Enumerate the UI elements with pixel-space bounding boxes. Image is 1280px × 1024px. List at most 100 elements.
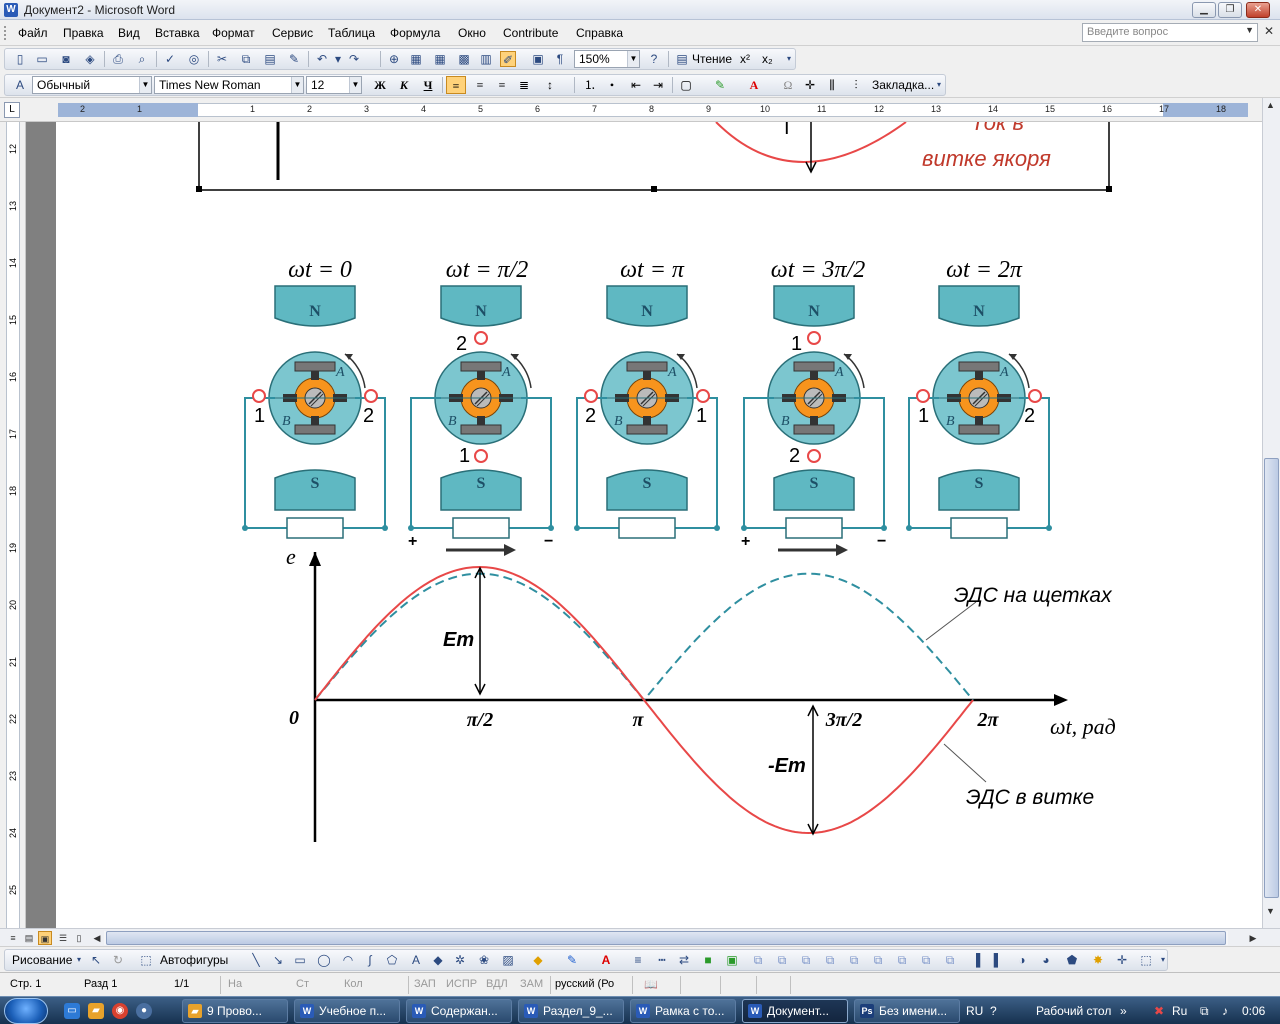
status-record[interactable]: ЗАП	[414, 978, 436, 990]
chevron-down-icon[interactable]: ▼	[1245, 25, 1254, 35]
columns-icon[interactable]: ▥	[480, 52, 492, 66]
zoom-select[interactable]: 150% ▼	[574, 50, 640, 68]
vertical-ruler[interactable]: 12 13 14 15 16 17 18 19 20 21 22 23 24 2…	[0, 122, 26, 928]
star-icon[interactable]: ✸	[1092, 953, 1104, 967]
reading-layout-icon[interactable]: ▤	[676, 52, 688, 66]
align-objects-icon[interactable]: ⧉	[849, 953, 859, 967]
toolbar-options-icon[interactable]: ▾	[936, 80, 941, 89]
align-left-icon[interactable]: ≡	[446, 76, 466, 94]
font-select[interactable]: Times New Roman ▼	[154, 76, 304, 94]
align-center-icon[interactable]: ≡	[476, 78, 484, 92]
print-preview-icon[interactable]: ⌕	[138, 52, 146, 66]
dash-style-icon[interactable]: ┅	[658, 953, 666, 967]
borders-icon[interactable]: ▢	[680, 78, 692, 92]
spelling-status-icon[interactable]: 📖	[644, 979, 658, 991]
bring-front-icon[interactable]: ▐	[971, 953, 981, 967]
tray-app-icon[interactable]: ✖	[1154, 1004, 1165, 1018]
arrange-icon[interactable]: ⧉	[753, 953, 763, 967]
chevron-down-icon[interactable]: ▼	[627, 51, 639, 67]
redo-icon[interactable]: ↷	[348, 52, 360, 66]
help-tray-icon[interactable]: ?	[990, 1004, 997, 1018]
clipart-icon[interactable]: ❀	[478, 953, 490, 967]
style-select[interactable]: Обычный ▼	[32, 76, 152, 94]
chevron-right-icon[interactable]: »	[1120, 1004, 1127, 1018]
align-right-icon[interactable]: ≡	[498, 78, 506, 92]
font-size-select[interactable]: 12 ▼	[306, 76, 362, 94]
scrollbar-thumb[interactable]	[1264, 458, 1279, 898]
tabs-icon[interactable]: ⫶	[854, 78, 858, 92]
polygon-icon[interactable]: ⬟	[1066, 953, 1078, 967]
new-document-icon[interactable]: ▯	[16, 52, 24, 66]
italic-button[interactable]: К	[399, 78, 409, 92]
menu-view[interactable]: Вид	[118, 26, 140, 40]
research-icon[interactable]: ◎	[188, 52, 200, 66]
pilcrow-icon[interactable]: ¶	[556, 52, 564, 66]
shape-style-icon[interactable]: ◑	[1018, 953, 1026, 967]
language-indicator[interactable]: RU	[966, 1004, 984, 1018]
desktop-toolbar-label[interactable]: Рабочий стол	[1036, 1004, 1112, 1018]
fill-color-icon[interactable]: ◆	[533, 953, 543, 967]
columns-layout-icon[interactable]: ⫼	[829, 78, 835, 92]
menu-formula[interactable]: Формула	[390, 26, 441, 40]
bold-button[interactable]: Ж	[374, 78, 386, 92]
scroll-up-icon[interactable]: ▲	[1266, 100, 1275, 110]
folder-icon[interactable]: ▰	[88, 1003, 104, 1019]
rectangle-tool-icon[interactable]: ▭	[294, 953, 306, 967]
arrow-tool-icon[interactable]: ↘	[272, 953, 284, 967]
textbox-tool-icon[interactable]: A	[411, 953, 420, 967]
frame-handle[interactable]	[651, 186, 657, 192]
order-icon[interactable]: ⧉	[825, 953, 835, 967]
close-button[interactable]: ✕	[1246, 2, 1270, 18]
reading-view-icon[interactable]: ▯	[76, 933, 82, 943]
superscript-button[interactable]: x²	[740, 52, 750, 66]
task-button[interactable]: W Содержан...	[406, 999, 512, 1023]
minimize-button[interactable]: ▁	[1192, 2, 1216, 18]
menu-tools[interactable]: Сервис	[272, 26, 314, 40]
curve-tool-icon[interactable]: ∫	[368, 953, 372, 967]
3d-icon[interactable]: ▣	[726, 953, 738, 967]
task-button[interactable]: W Рамка с то...	[630, 999, 736, 1023]
freeform-tool-icon[interactable]: ⬠	[386, 953, 398, 967]
shape-effects-icon[interactable]: ◕	[1042, 953, 1050, 967]
status-language[interactable]: русский (Ро	[555, 978, 615, 990]
web-view-icon[interactable]: ▤	[24, 933, 34, 943]
task-button[interactable]: ▰ 9 Прово...	[182, 999, 288, 1023]
start-button[interactable]	[4, 998, 48, 1024]
print-layout-icon[interactable]: ▣	[38, 931, 52, 945]
menu-edit[interactable]: Правка	[63, 26, 104, 40]
outline-view-icon[interactable]: ☰	[58, 933, 68, 943]
rotate-flip-icon[interactable]: ⧉	[897, 953, 907, 967]
arrow-style-icon[interactable]: ⇄	[678, 953, 690, 967]
task-button[interactable]: W Раздел_9_...	[518, 999, 624, 1023]
autoshapes-button[interactable]: Автофигуры	[160, 953, 229, 967]
tray-language[interactable]: Ru	[1172, 1004, 1188, 1018]
crosshair-icon[interactable]: ✛	[1116, 953, 1128, 967]
open-folder-icon[interactable]: ▭	[36, 52, 48, 66]
picture-icon[interactable]: ▨	[502, 953, 514, 967]
hyperlink-icon[interactable]: ⊕	[388, 52, 400, 66]
styles-pane-icon[interactable]: A	[15, 78, 24, 92]
arc-tool-icon[interactable]: ◠	[342, 953, 354, 967]
diagram-icon[interactable]: ✲	[454, 953, 466, 967]
select-objects-icon[interactable]: ↖	[90, 953, 102, 967]
underline-button[interactable]: Ч	[423, 78, 433, 92]
toolbar-grip[interactable]	[4, 26, 12, 40]
menu-contribute[interactable]: Contribute	[503, 26, 559, 40]
permission-icon[interactable]: ◈	[85, 52, 95, 66]
chevron-down-icon[interactable]: ▼	[349, 77, 361, 93]
frame-handle[interactable]	[196, 186, 202, 192]
horizontal-scroll-thumb[interactable]	[106, 931, 1226, 945]
spelling-icon[interactable]: ✓	[164, 52, 176, 66]
menu-format[interactable]: Формат	[212, 26, 255, 40]
wrap-text-icon[interactable]: ⧉	[921, 953, 931, 967]
chevron-down-icon[interactable]: ▾	[76, 955, 81, 964]
numbering-icon[interactable]: ⒈	[583, 78, 596, 92]
menu-table[interactable]: Таблица	[328, 26, 376, 40]
save-icon[interactable]: ◙	[62, 52, 70, 66]
browser-icon[interactable]: ◉	[112, 1003, 128, 1019]
shadow-icon[interactable]: ■	[704, 953, 712, 967]
maximize-button[interactable]: ❐	[1218, 2, 1242, 18]
insert-excel-icon[interactable]: ▩	[458, 52, 470, 66]
undo-icon[interactable]: ↶	[316, 52, 328, 66]
ungroup-icon[interactable]: ⧉	[801, 953, 811, 967]
